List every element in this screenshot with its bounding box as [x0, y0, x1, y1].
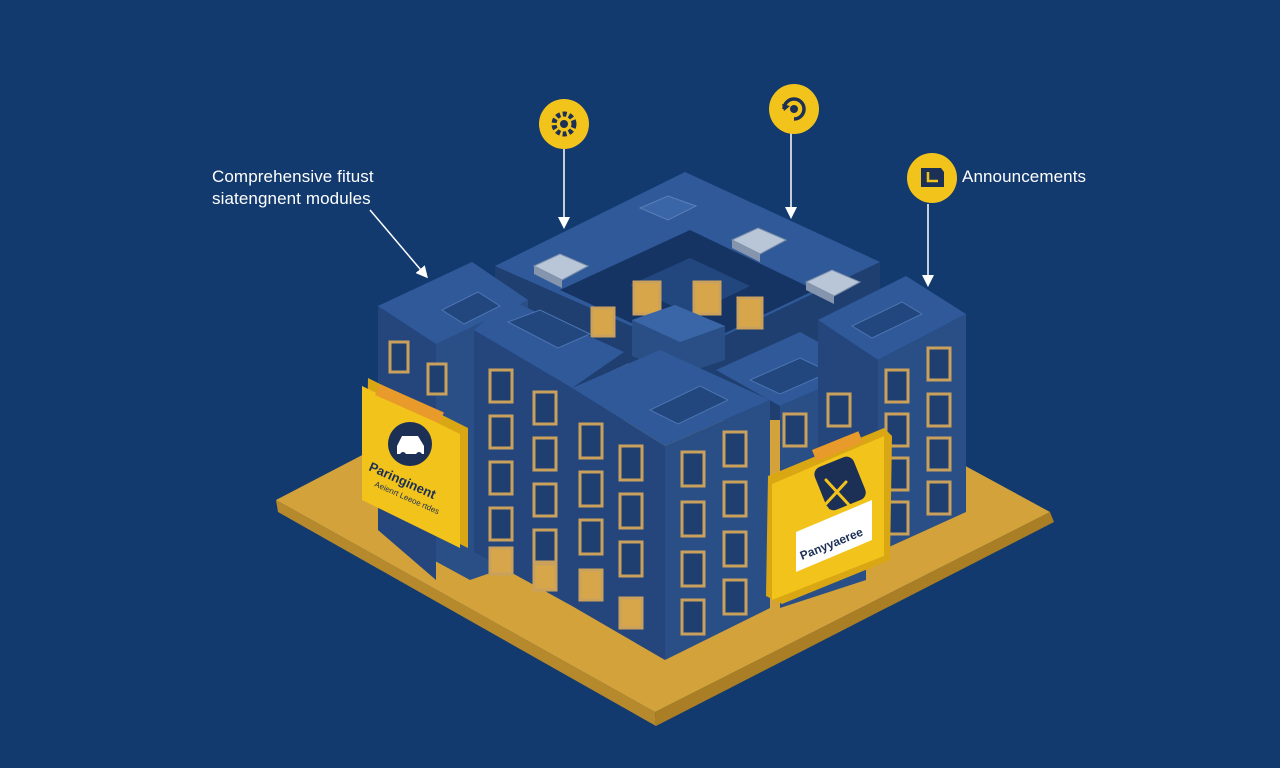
modules-label-line2: siatengnent modules: [212, 189, 371, 208]
refresh-icon: [769, 84, 819, 134]
callout-lines: [369, 132, 934, 287]
left-info-card: Paringinent Aeienrt Leeoe rtdes: [362, 378, 468, 548]
right-info-card: Panyyaeree: [766, 428, 892, 604]
tools-icon: [814, 456, 866, 511]
chat-icon: [907, 153, 957, 203]
gear-icon: [539, 99, 589, 149]
car-icon-shape: [397, 436, 424, 454]
announcements-label: Announcements: [962, 167, 1087, 186]
modules-label-line1: Comprehensive fitust: [212, 167, 374, 186]
building-windows: [388, 340, 952, 636]
modules-label: Comprehensive fitust siatengnent modules: [212, 166, 412, 210]
courtyard-windows: [590, 280, 764, 338]
